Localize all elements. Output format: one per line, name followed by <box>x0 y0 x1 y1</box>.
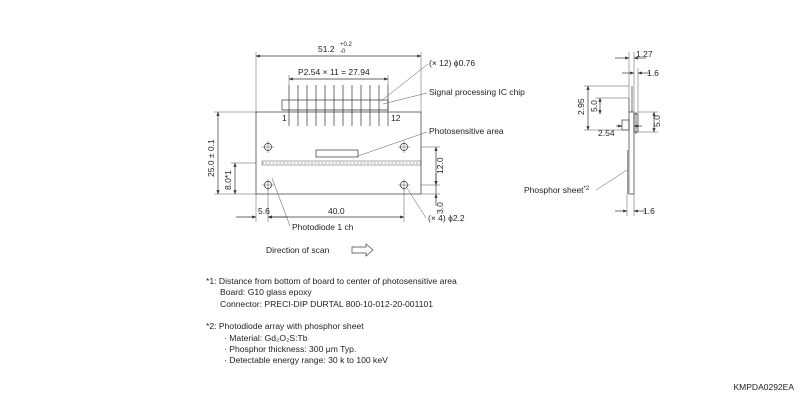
side-dim-2-54: 2.54 <box>598 128 615 138</box>
side-dim-5-left: 5.0 <box>589 100 599 112</box>
side-dim-5-right: 5.0 <box>652 115 662 127</box>
dim-3: 3.0 <box>435 202 445 214</box>
scan-label: Direction of scan <box>266 245 330 255</box>
photosensitive-label: Photosensitive area <box>429 126 504 136</box>
dim-5-6: 5.6 <box>258 206 270 216</box>
note-1-title: *1: Distance from bottom of board to cen… <box>206 276 457 286</box>
overall-width-dim: 51.2 <box>318 44 335 54</box>
side-view: 1.27 1.6 2.95 5.0 2.54 5.0 Phosphor shee… <box>524 49 662 216</box>
photosensitive-area <box>261 160 422 166</box>
hole-spec-label: (× 4) ϕ2.2 <box>428 213 465 223</box>
dim-40: 40.0 <box>328 206 345 216</box>
pin-last-label: 12 <box>391 113 401 123</box>
notes: *1: Distance from bottom of board to cen… <box>206 276 457 367</box>
pin-spec-label: (× 12) ϕ0.76 <box>429 58 475 68</box>
pin-first-label: 1 <box>282 113 287 123</box>
board-outline <box>255 111 422 195</box>
note-2-title: *2: Photodiode array with phosphor sheet <box>206 321 364 332</box>
dim-12: 12.0 <box>435 157 445 174</box>
side-dim-2-95: 2.95 <box>576 98 586 115</box>
note-1-connector: Connector: PRECI-DIP DURTAL 800-10-012-2… <box>220 298 434 309</box>
height-dim: 25.0 ± 0.1 <box>206 139 216 177</box>
width-tol-upper: +0.2 <box>340 42 353 48</box>
sensor-offset-dim: 8.0*1 <box>223 170 233 190</box>
side-ic <box>621 119 630 131</box>
note-1-board: Board: G10 glass epoxy <box>220 287 312 298</box>
width-tol-lower: -0 <box>340 49 346 55</box>
connector-pins <box>288 85 389 126</box>
pitch-dim: P2.54 × 11 = 27.94 <box>298 67 370 77</box>
side-dim-1-6-bottom: 1.6 <box>643 206 655 216</box>
front-view: 1 12 51.2 +0.2 -0 P2.54 × 11 = 27.94 (× … <box>206 42 525 257</box>
note-2-material: · Material: Gd₂O₂S:Tb <box>224 332 308 343</box>
scan-arrow-icon <box>351 243 374 257</box>
photodiode-label: Photodiode 1 ch <box>292 222 354 232</box>
note-2-thickness: · Phosphor thickness: 300 μm Typ. <box>224 344 357 355</box>
ic-chip <box>315 149 359 158</box>
drawing-code: KMPDA0292EA <box>733 382 794 392</box>
note-2-energy: · Detectable energy range: 30 k to 100 k… <box>224 355 388 366</box>
side-phosphor <box>627 150 630 194</box>
mounting-holes <box>262 141 410 191</box>
ic-chip-label: Signal processing IC chip <box>429 87 525 97</box>
side-connector <box>633 113 639 133</box>
side-dim-1-27: 1.27 <box>636 49 653 59</box>
side-dim-1-6-top: 1.6 <box>647 68 659 78</box>
phosphor-label: Phosphor sheet*2 <box>524 185 590 195</box>
side-board <box>628 111 635 195</box>
